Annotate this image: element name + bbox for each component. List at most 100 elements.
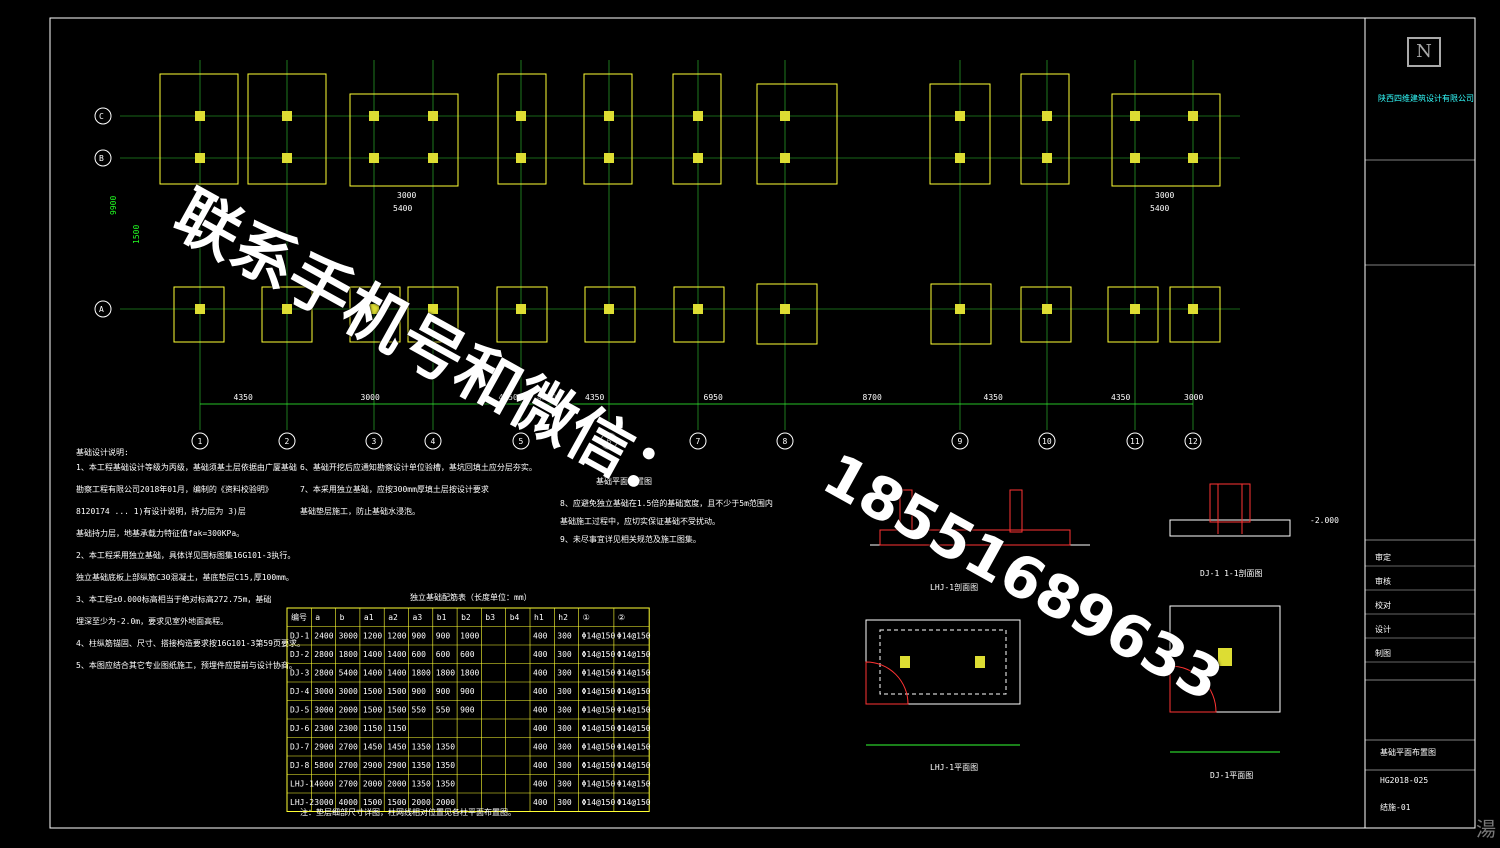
design-notes: 1、本工程基础设计等级为丙级，基础须基土层依据由广厦基础 勘察工程有限公司201… — [76, 462, 305, 670]
table-cell: Φ14@150 — [582, 724, 616, 733]
column-stub — [1130, 111, 1140, 121]
table-cell: 1450 — [387, 743, 406, 752]
column-stub — [1130, 304, 1140, 314]
note-line: 4、柱纵筋锚固、尺寸、搭接构造要求按16G101-3第59页要求。 — [76, 638, 305, 648]
table-cell: Φ14@150 — [582, 798, 616, 807]
table-cell: 400 — [533, 669, 548, 678]
axis-col-label: 6 — [607, 437, 612, 446]
column-stubs — [195, 111, 1198, 314]
table-cell: 2700 — [339, 743, 358, 752]
axis-col-label: 12 — [1188, 437, 1198, 446]
table-cell: 3000 — [314, 687, 333, 696]
signature-label: 设计 — [1375, 624, 1391, 634]
table-cell: 1500 — [387, 687, 406, 696]
table-cell: LHJ-2 — [290, 798, 314, 807]
table-cell: 900 — [436, 687, 451, 696]
table-cell: Φ14@150 — [617, 650, 651, 659]
column-stub — [195, 153, 205, 163]
column-stub — [1188, 153, 1198, 163]
table-cell: 300 — [557, 687, 572, 696]
title-block-frame — [1364, 17, 1476, 829]
table-cell: Φ14@150 — [582, 743, 616, 752]
table-cell: 1500 — [363, 798, 382, 807]
column-stub — [1042, 153, 1052, 163]
table-cell: Φ14@150 — [617, 706, 651, 715]
table-cell: Φ14@150 — [617, 669, 651, 678]
span-label: 4350 — [499, 393, 518, 402]
drawing-number: 结施-01 — [1380, 802, 1411, 812]
note-line: 基础持力层，地基承载力特征值fak=300KPa。 — [76, 528, 244, 538]
axis-col-bubble — [365, 432, 383, 450]
table-cell: 2900 — [314, 743, 333, 752]
column-stub — [282, 304, 292, 314]
drawing-title: 基础平面布置图 — [1380, 747, 1436, 757]
axis-col-label: 4 — [431, 437, 436, 446]
table-cell: DJ-1 — [290, 632, 309, 641]
table-cell: 1400 — [387, 669, 406, 678]
table-cell: 1500 — [363, 706, 382, 715]
table-cell: 400 — [533, 761, 548, 770]
row-axis-bubbles: C B A — [94, 107, 112, 318]
note-line: 勘察工程有限公司2018年01月，编制的《资料校验明》 — [76, 484, 273, 494]
detail-title: LHJ-1平面图 — [930, 763, 978, 772]
column-stub — [282, 153, 292, 163]
note-line: 基础施工过程中，应切实保证基础不受扰动。 — [560, 516, 720, 526]
table-cell: 300 — [557, 632, 572, 641]
table-header-cell: b3 — [485, 613, 495, 622]
dim-3000: 3000 — [1155, 191, 1174, 200]
column-stub — [604, 304, 614, 314]
table-cell: 3000 — [339, 687, 358, 696]
elevation-mark: -2.000 — [1310, 516, 1339, 525]
table-cell: 300 — [557, 724, 572, 733]
table-cell: 550 — [436, 706, 451, 715]
dim-5400: 5400 — [393, 204, 412, 213]
table-cell: 1350 — [412, 743, 431, 752]
note-line: 基础垫层施工，防止基础水浸泡。 — [300, 506, 420, 516]
table-note: 注：垫层细部尺寸详图，柱网线相对位置见各柱平面布置图。 — [300, 807, 516, 817]
detail-title: LHJ-1剖面图 — [930, 582, 978, 592]
table-cell: 1400 — [363, 650, 382, 659]
table-cell: 2400 — [314, 632, 333, 641]
span-label: 6950 — [704, 393, 723, 402]
table-cell: Φ14@150 — [582, 650, 616, 659]
axis-row-label: B — [99, 154, 104, 163]
table-cell: DJ-4 — [290, 687, 309, 696]
table-cell: 1800 — [436, 669, 455, 678]
note-line: 独立基础底板上部纵筋C30混凝土，基底垫层C15,厚100mm。 — [76, 572, 294, 582]
axis-col-label: 8 — [783, 437, 788, 446]
dim-1500: 1500 — [132, 225, 141, 244]
table-cell: 1350 — [436, 761, 455, 770]
table-cell: 1500 — [363, 687, 382, 696]
column-stub — [1042, 304, 1052, 314]
column-stub — [693, 153, 703, 163]
table-cell: DJ-2 — [290, 650, 309, 659]
span-label: 8700 — [863, 393, 882, 402]
column-stub — [955, 153, 965, 163]
table-cell: 2000 — [436, 798, 455, 807]
table-cell: 1400 — [387, 650, 406, 659]
column-stub — [604, 153, 614, 163]
footings-lower — [173, 283, 1221, 345]
table-cell: 600 — [460, 650, 475, 659]
table-cell: 1200 — [363, 632, 382, 641]
span-label: 4350 — [234, 393, 253, 402]
axis-col-bubble — [1184, 432, 1202, 450]
table-header-cell: b — [340, 613, 345, 622]
table-cell: LHJ-1 — [290, 780, 314, 789]
note-line: 2、本工程采用独立基础，具体详见国标图集16G101-3执行。 — [76, 550, 295, 560]
table-cell: 300 — [557, 669, 572, 678]
table-cell: 3000 — [314, 706, 333, 715]
table-cell: 1500 — [387, 798, 406, 807]
table-cell: 2300 — [339, 724, 358, 733]
table-cell: 400 — [533, 724, 548, 733]
span-label: 4350 — [585, 393, 604, 402]
lhj-section-detail: LHJ-1剖面图 — [870, 489, 1090, 592]
axis-col-bubble — [689, 432, 707, 450]
title-block: 陕西四维建筑设计有限公司 基础平面布置图 HG2018-025 结施-01 审定… — [1365, 93, 1475, 812]
table-cell: 1350 — [412, 761, 431, 770]
dj-plan-detail: DJ-1平面图 — [1169, 605, 1281, 780]
table-cell: 1150 — [387, 724, 406, 733]
table-cell: 2000 — [363, 780, 382, 789]
table-cell: DJ-8 — [290, 761, 309, 770]
